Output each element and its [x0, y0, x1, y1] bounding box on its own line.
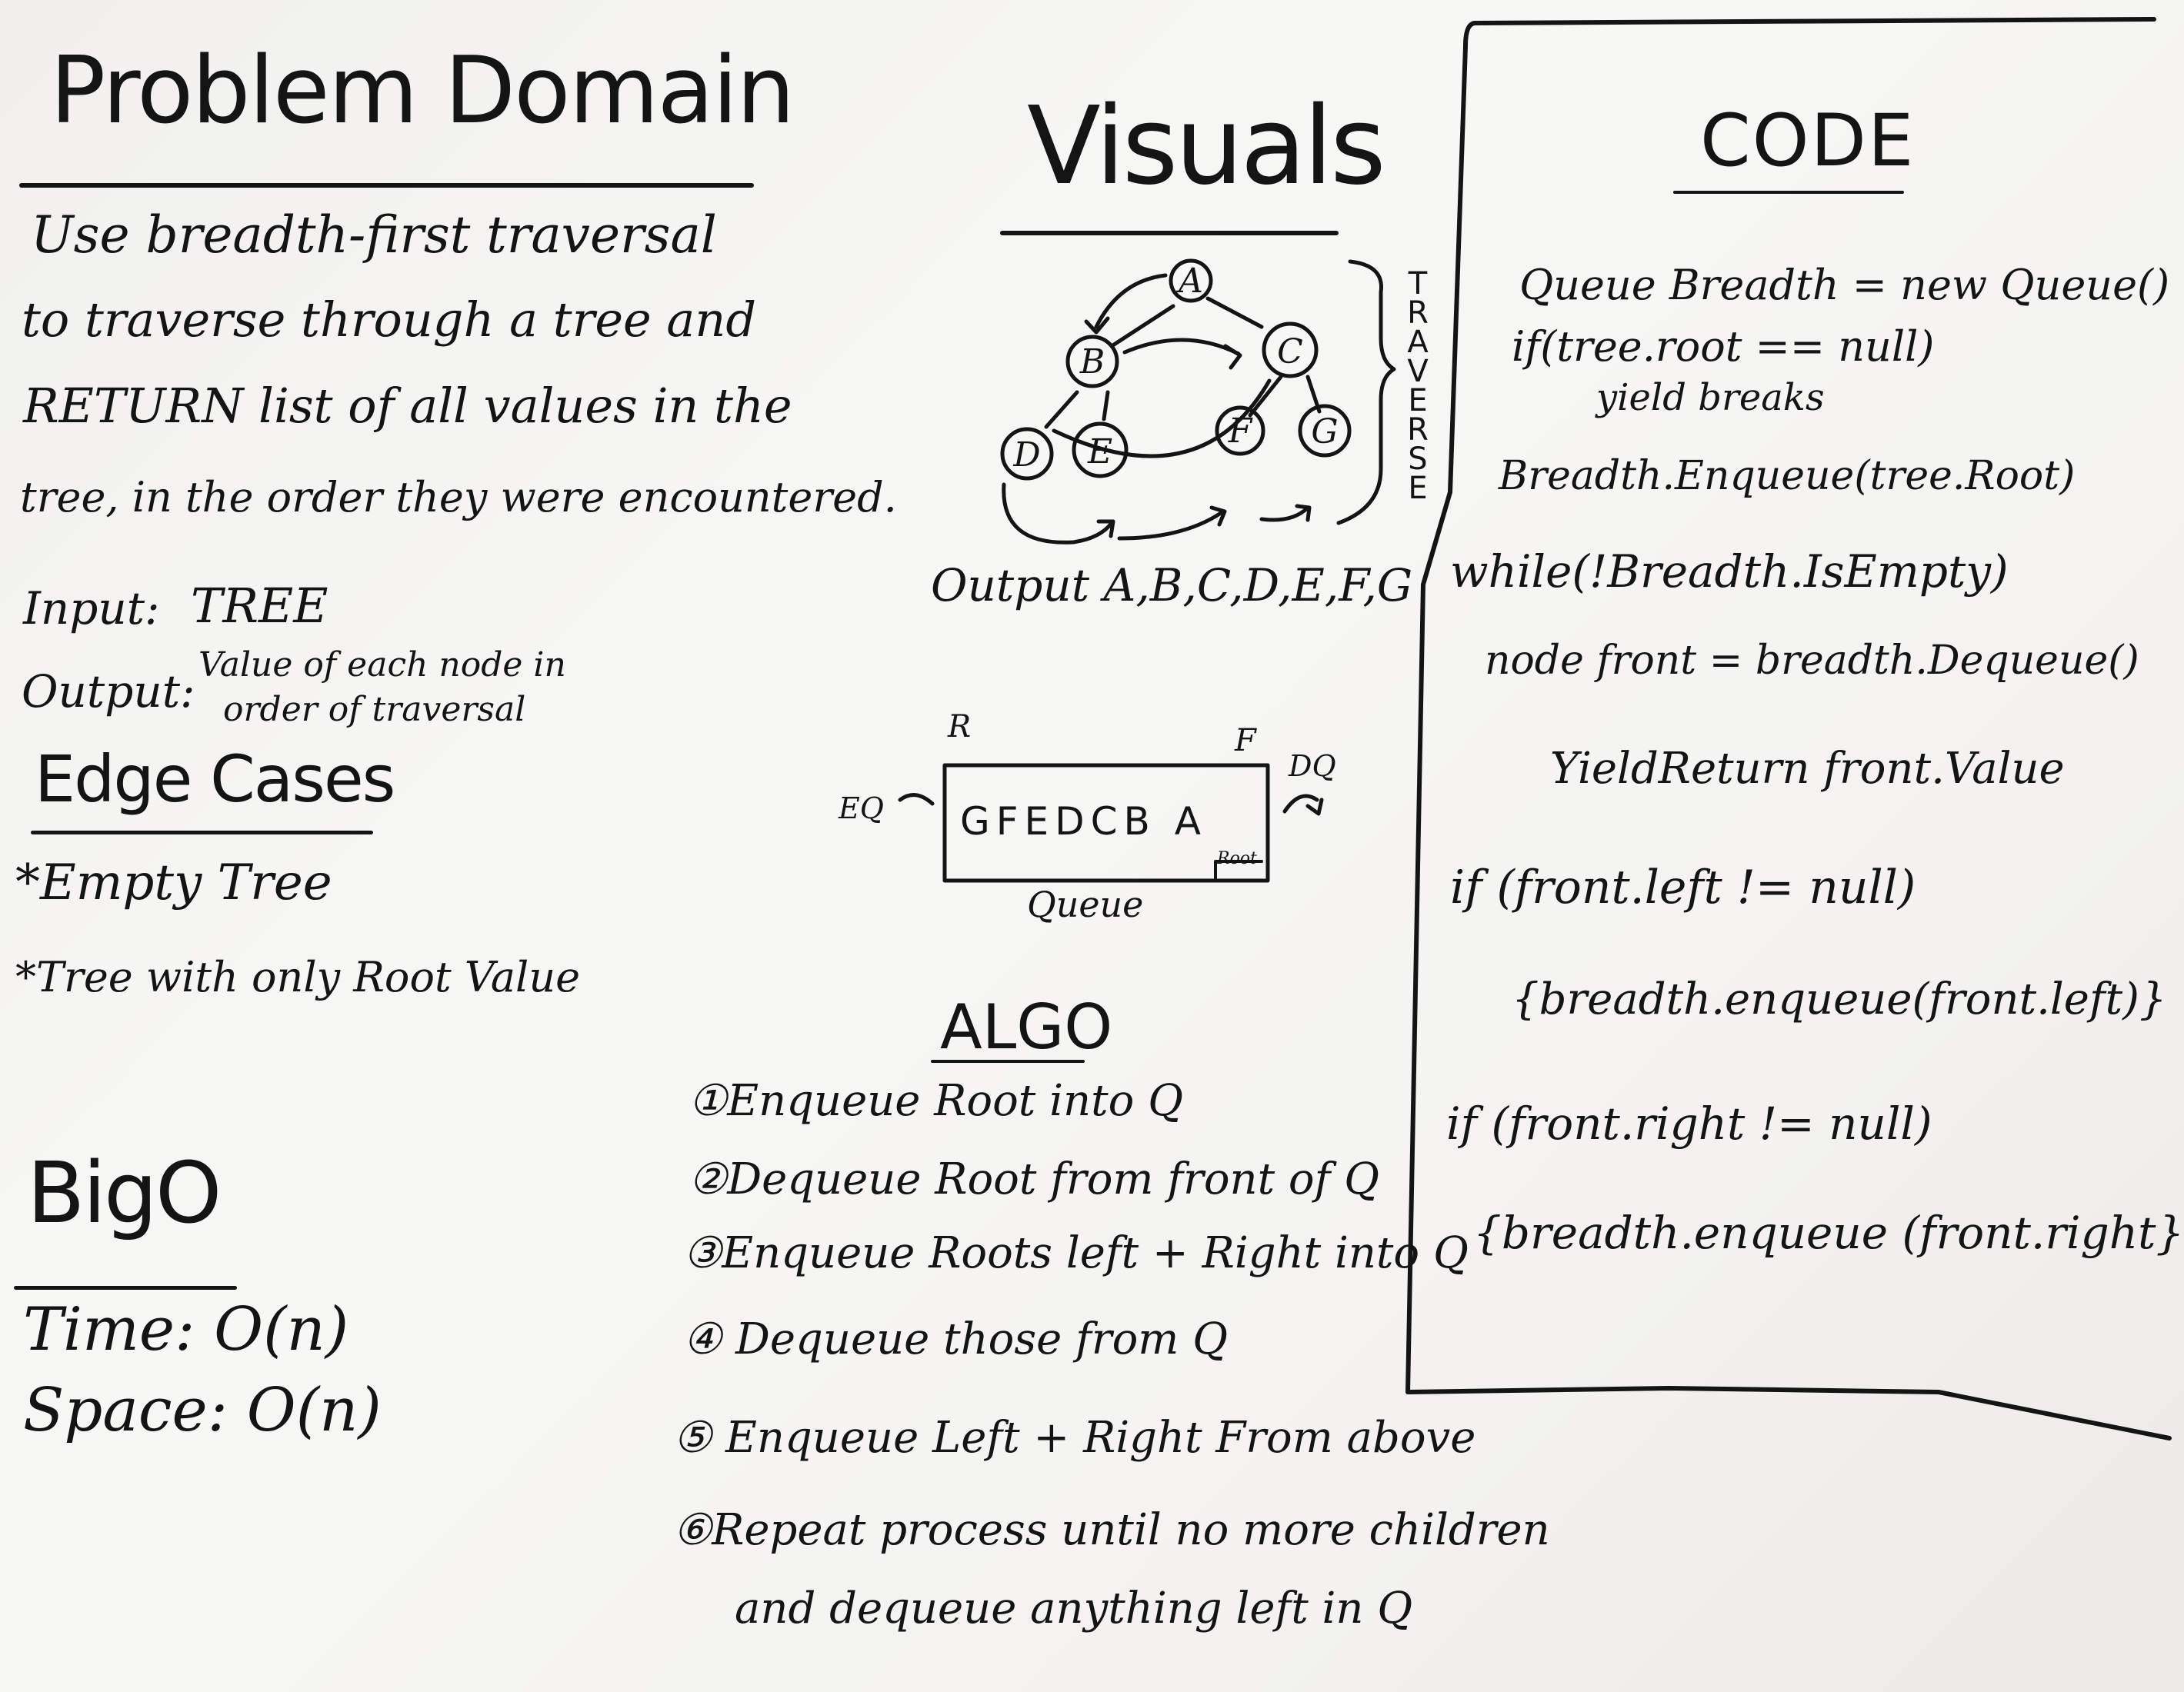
traverse-letter: A — [1407, 325, 1429, 360]
traverse-letter: R — [1407, 295, 1429, 331]
dequeue-arrow — [1282, 794, 1319, 814]
tree-node-d — [1000, 427, 1054, 481]
edge-case-item-2: *Tree with only Root Value — [15, 953, 581, 1001]
problem-description-line-3: RETURN list of all values in the — [23, 378, 792, 434]
code-line-2: if(tree.root == null) — [1512, 322, 1935, 371]
code-line-10: if (front.right != null) — [1446, 1097, 1932, 1150]
tree-node-g — [1298, 404, 1352, 458]
node-label-b: B — [1079, 342, 1105, 381]
code-panel-top — [1473, 17, 2156, 25]
input-value: TREE — [191, 578, 328, 634]
output-label: Output: — [22, 665, 195, 718]
traverse-letter: V — [1407, 354, 1429, 389]
queue-rear-mark: R — [948, 709, 972, 744]
algo-step-6: ⑥Repeat process until no more children — [673, 1505, 1550, 1555]
tree-node-b — [1065, 335, 1119, 388]
traverse-letter: E — [1408, 383, 1428, 418]
tree-node-f — [1215, 405, 1265, 456]
queue-front-mark: F — [1235, 723, 1256, 758]
traverse-letter: R — [1407, 412, 1429, 448]
node-label-c: C — [1277, 332, 1303, 371]
queue-contents: GFEDCB A — [960, 799, 1207, 844]
problem-description-line-4: tree, in the order they were encountered… — [20, 473, 897, 521]
algo-step-6-continued: and dequeue anything left in Q — [735, 1584, 1413, 1634]
queue-dequeue-mark: DQ — [1289, 749, 1336, 783]
node-label-a: A — [1175, 261, 1203, 301]
tree-node-e — [1072, 421, 1129, 478]
problem-domain-heading: Problem Domain — [50, 38, 795, 145]
algo-step-2: ②Dequeue Root from front of Q — [689, 1154, 1380, 1204]
big-o-time: Time: O(n) — [23, 1295, 349, 1364]
big-o-underline — [14, 1286, 237, 1290]
code-heading: CODE — [1700, 99, 1916, 183]
tree-edges — [1044, 296, 1322, 429]
algo-step-4: ④ Dequeue those from Q — [683, 1314, 1229, 1364]
code-line-4: Breadth.Enqueue(tree.Root) — [1499, 453, 2076, 499]
node-label-d: D — [1012, 435, 1040, 475]
code-underline — [1673, 191, 1904, 194]
algo-step-1: ①Enqueue Root into Q — [689, 1076, 1184, 1126]
queue-enqueue-mark: EQ — [839, 791, 884, 825]
code-line-8: if (front.left != null) — [1450, 861, 1916, 914]
code-line-9: {breadth.enqueue(front.left)} — [1512, 974, 2167, 1024]
problem-domain-underline — [19, 183, 754, 188]
traverse-letter: T — [1408, 266, 1428, 301]
tree-node-c — [1262, 321, 1319, 378]
enqueue-arrow — [898, 793, 935, 806]
code-panel-frame — [1405, 21, 2172, 1441]
visuals-underline — [1000, 231, 1339, 235]
visuals-heading: Visuals — [1027, 84, 1386, 209]
queue-label: Queue — [1027, 884, 1144, 925]
algo-heading: ALGO — [940, 991, 1113, 1063]
output-value-line-2: order of traversal — [223, 690, 526, 729]
input-label: Input: — [23, 582, 160, 634]
code-line-6: node front = breadth.Dequeue() — [1485, 638, 2139, 684]
edge-cases-underline — [31, 831, 373, 834]
algo-step-3: ③Enqueue Roots left + Right into Q — [683, 1228, 1469, 1278]
big-o-space: Space: O(n) — [23, 1376, 382, 1445]
problem-description-line-1: Use breadth-first traversal — [31, 205, 717, 265]
output-sequence: Output A,B,C,D,E,F,G — [931, 559, 1413, 611]
code-line-11: {breadth.enqueue (front.right} — [1473, 1207, 2184, 1259]
node-label-g: G — [1311, 412, 1338, 451]
big-o-heading: BigO — [27, 1144, 222, 1242]
traverse-letter: E — [1408, 471, 1428, 506]
queue-root-tag: Root — [1217, 849, 1257, 868]
algo-step-5: ⑤ Enqueue Left + Right From above — [673, 1413, 1476, 1463]
code-line-7: YieldReturn front.Value — [1550, 744, 2065, 794]
problem-description-line-2: to traverse through a tree and — [22, 291, 757, 348]
algo-underline — [931, 1060, 1085, 1063]
code-line-3: yield breaks — [1596, 376, 1825, 419]
code-line-5: while(!Breadth.IsEmpty) — [1450, 545, 2009, 598]
traversal-arrows — [1002, 273, 1312, 545]
traverse-brace — [1336, 259, 1396, 525]
tree-nodes — [1000, 258, 1352, 481]
edge-case-item-1: *Empty Tree — [15, 854, 332, 911]
traverse-letter: S — [1408, 441, 1428, 477]
code-line-1: Queue Breadth = new Queue() — [1519, 261, 2170, 309]
tree-node-labels: A B C D E F G — [1012, 261, 1338, 475]
output-value-line-1: Value of each node in — [198, 645, 566, 684]
tree-node-a — [1169, 258, 1213, 303]
edge-cases-heading: Edge Cases — [35, 741, 395, 817]
queue-box — [942, 763, 1270, 883]
